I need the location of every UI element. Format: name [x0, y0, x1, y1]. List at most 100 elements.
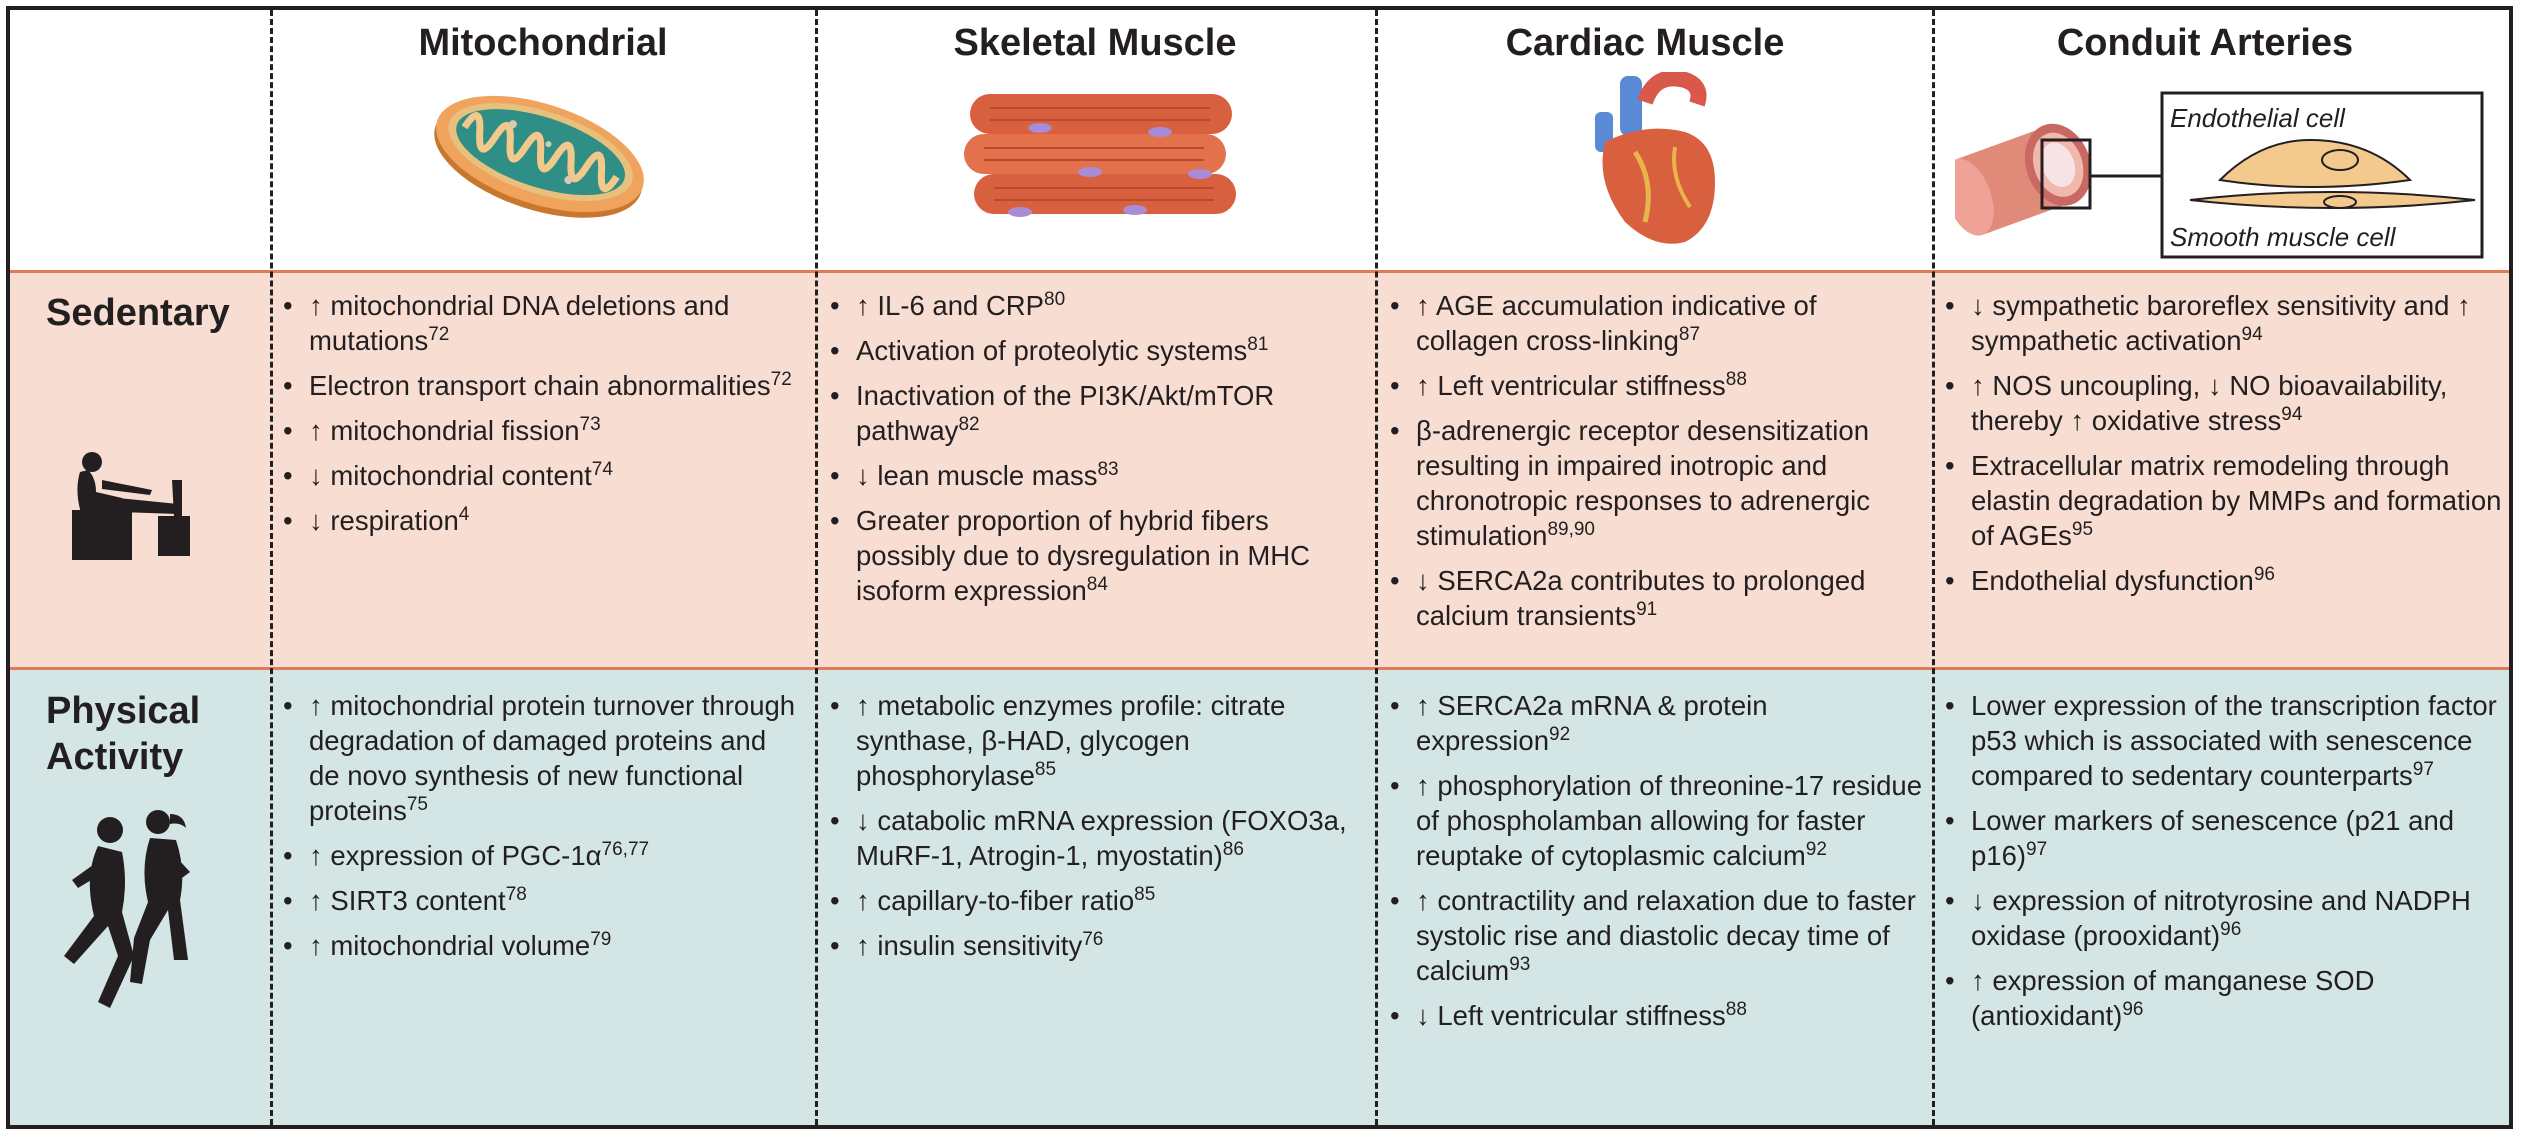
item-text: ↓ mitochondrial content: [309, 460, 592, 491]
list-item: Extracellular matrix remodeling through …: [1945, 448, 2505, 553]
mitochondrion-illustration: [434, 95, 644, 218]
item-text: Activation of proteolytic systems: [856, 335, 1248, 366]
row-header-line: Sedentary: [46, 292, 230, 334]
list-item: ↓ lean muscle mass83: [830, 458, 1365, 493]
row-header-line: Physical: [46, 690, 201, 732]
reference-number: 97: [2412, 759, 2434, 780]
item-text: ↓ expression of nitrotyrosine and NADPH …: [1971, 885, 2471, 951]
heart-illustration: [1595, 72, 1715, 244]
item-text: ↑ mitochondrial DNA deletions and mutati…: [309, 290, 730, 356]
reference-number: 96: [2122, 999, 2144, 1020]
row-header-physical-activity: Physical Activity: [46, 688, 200, 780]
reference-number: 72: [770, 369, 792, 390]
item-text: ↑ SERCA2a mRNA & protein expression: [1416, 690, 1768, 756]
item-text: Inactivation of the PI3K/Akt/mTOR pathwa…: [856, 380, 1275, 446]
reference-number: 96: [2253, 564, 2275, 585]
cell-sedentary-cardiac-muscle: ↑ AGE accumulation indicative of collage…: [1390, 288, 1925, 643]
list-item: ↑ mitochondrial DNA deletions and mutati…: [283, 288, 803, 358]
list-item: ↑ insulin sensitivity76: [830, 928, 1365, 963]
column-header-cardiac-muscle: Cardiac Muscle: [1505, 22, 1785, 64]
reference-number: 94: [2241, 324, 2263, 345]
list-item: ↑ expression of PGC-1α76,77: [283, 838, 803, 873]
column-divider: [270, 10, 273, 1125]
item-text: ↑ mitochondrial protein turnover through…: [309, 690, 796, 826]
list-item: ↑ SIRT3 content78: [283, 883, 803, 918]
reference-number: 96: [2220, 919, 2242, 940]
item-text: Extracellular matrix remodeling through …: [1971, 450, 2502, 551]
list-item: ↓ expression of nitrotyrosine and NADPH …: [1945, 883, 2505, 953]
cell-sedentary-conduit-arteries: ↓ sympathetic baroreflex sensitivity and…: [1945, 288, 2505, 608]
item-text: ↑ phosphorylation of threonine-17 residu…: [1416, 770, 1923, 871]
reference-number: 86: [1222, 839, 1244, 860]
list-item: ↑ IL-6 and CRP80: [830, 288, 1365, 323]
list-item: Endothelial dysfunction96: [1945, 563, 2505, 598]
item-text: ↓ lean muscle mass: [856, 460, 1098, 491]
reference-number: 75: [406, 794, 428, 815]
reference-number: 89,90: [1547, 519, 1595, 540]
list-item: ↓ respiration4: [283, 503, 803, 538]
cell-sedentary-skeletal-muscle: ↑ IL-6 and CRP80Activation of proteolyti…: [830, 288, 1365, 618]
item-text: ↑ expression of PGC-1α: [309, 840, 602, 871]
item-text: ↑ expression of manganese SOD (antioxida…: [1971, 965, 2375, 1031]
item-text: Endothelial dysfunction: [1971, 565, 2254, 596]
reference-number: 84: [1086, 574, 1108, 595]
skeletal-muscle-fibers-illustration: [964, 94, 1236, 217]
row-header-sedentary: Sedentary: [46, 290, 230, 336]
list-item: ↑ phosphorylation of threonine-17 residu…: [1390, 768, 1925, 873]
list-item: ↑ SERCA2a mRNA & protein expression92: [1390, 688, 1925, 758]
item-text: ↑ capillary-to-fiber ratio: [856, 885, 1135, 916]
column-divider: [815, 10, 818, 1125]
reference-number: 88: [1725, 999, 1747, 1020]
reference-number: 87: [1678, 324, 1701, 345]
reference-number: 73: [579, 414, 601, 435]
item-text: ↓ Left ventricular stiffness: [1416, 1000, 1726, 1031]
list-item: ↑ mitochondrial fission73: [283, 413, 803, 448]
item-text: ↓ catabolic mRNA expression (FOXO3a, MuR…: [856, 805, 1347, 871]
reference-number: 88: [1725, 369, 1747, 390]
list-item: ↑ mitochondrial protein turnover through…: [283, 688, 803, 828]
reference-number: 76: [1082, 929, 1104, 950]
reference-number: 78: [505, 884, 527, 905]
reference-number: 94: [2281, 404, 2303, 425]
list-item: ↑ contractility and relaxation due to fa…: [1390, 883, 1925, 988]
reference-number: 82: [958, 414, 980, 435]
column-divider: [1932, 10, 1935, 1125]
item-text: ↑ metabolic enzymes profile: citrate syn…: [856, 690, 1286, 791]
item-text: ↑ AGE accumulation indicative of collage…: [1416, 290, 1817, 356]
cell-physical-activity-mitochondrial: ↑ mitochondrial protein turnover through…: [283, 688, 803, 973]
item-text: β-adrenergic receptor desensitization re…: [1416, 415, 1871, 551]
reference-number: 85: [1134, 884, 1156, 905]
reference-number: 92: [1549, 724, 1571, 745]
column-divider: [1375, 10, 1378, 1125]
list-item: Electron transport chain abnormalities72: [283, 368, 803, 403]
reference-number: 97: [2026, 839, 2048, 860]
item-text: ↑ IL-6 and CRP: [856, 290, 1045, 321]
item-text: ↑ Left ventricular stiffness: [1416, 370, 1726, 401]
list-item: ↓ catabolic mRNA expression (FOXO3a, MuR…: [830, 803, 1365, 873]
list-item: Inactivation of the PI3K/Akt/mTOR pathwa…: [830, 378, 1365, 448]
list-item: Lower expression of the transcription fa…: [1945, 688, 2505, 793]
item-text: ↑ mitochondrial volume: [309, 930, 591, 961]
reference-number: 74: [591, 459, 613, 480]
figure-border: [6, 6, 2513, 1129]
list-item: ↑ AGE accumulation indicative of collage…: [1390, 288, 1925, 358]
item-text: ↓ SERCA2a contributes to prolonged calci…: [1416, 565, 1866, 631]
reference-number: 80: [1044, 289, 1066, 310]
list-item: ↑ expression of manganese SOD (antioxida…: [1945, 963, 2505, 1033]
item-text: ↑ NOS uncoupling, ↓ NO bioavailability, …: [1971, 370, 2448, 436]
item-text: Greater proportion of hybrid fibers poss…: [856, 505, 1310, 606]
item-text: ↑ insulin sensitivity: [856, 930, 1083, 961]
reference-number: 95: [2071, 519, 2094, 540]
endothelial-cell-label: Endothelial cell: [2170, 103, 2345, 133]
reference-number: 81: [1247, 334, 1269, 355]
column-header-conduit-arteries: Conduit Arteries: [2056, 22, 2354, 64]
column-header-skeletal-muscle: Skeletal Muscle: [953, 22, 1237, 64]
list-item: Lower markers of senescence (p21 and p16…: [1945, 803, 2505, 873]
list-item: ↓ mitochondrial content74: [283, 458, 803, 493]
list-item: β-adrenergic receptor desensitization re…: [1390, 413, 1925, 553]
reference-number: 93: [1509, 954, 1531, 975]
item-text: ↑ mitochondrial fission: [309, 415, 580, 446]
list-item: ↓ SERCA2a contributes to prolonged calci…: [1390, 563, 1925, 633]
cell-physical-activity-cardiac-muscle: ↑ SERCA2a mRNA & protein expression92 ↑ p…: [1390, 688, 1925, 1043]
list-item: Greater proportion of hybrid fibers poss…: [830, 503, 1365, 608]
